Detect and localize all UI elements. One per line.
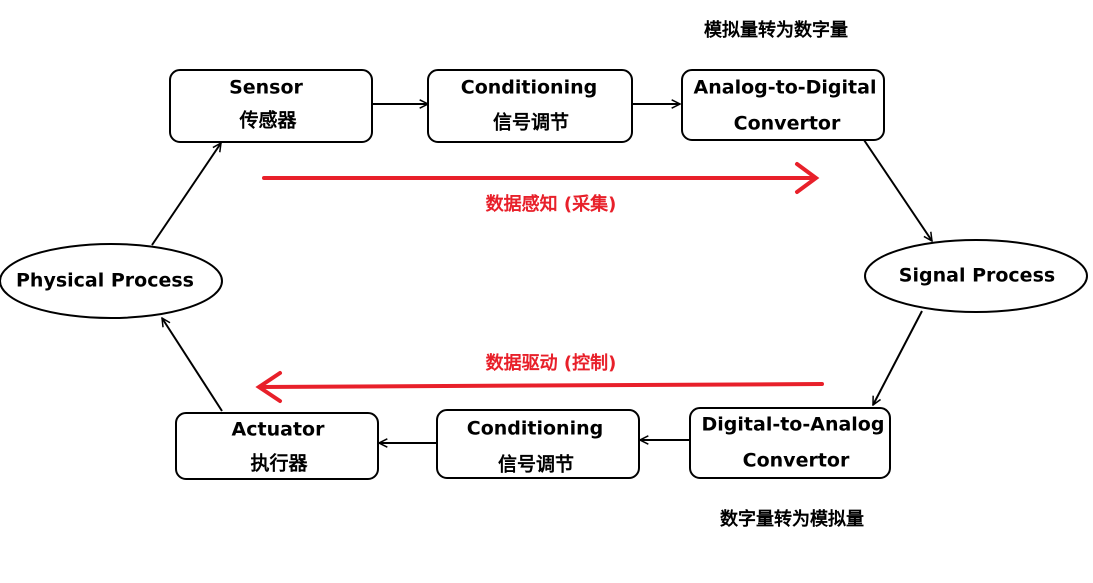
conditioning-top-label-en: Conditioning [461,77,597,99]
node-conditioning-top: Conditioning 信号调节 [427,69,633,143]
dac-note: 数字量转为模拟量 [720,508,864,530]
actuator-label-zh: 执行器 [250,452,308,475]
node-sensor: Sensor 传感器 [169,69,373,143]
driving-flow-label: 数据驱动 (控制) [486,352,617,374]
arrow-physical-to-sensor [151,143,221,246]
dac-label-line1: Digital-to-Analog [702,414,885,436]
conditioning-top-label-zh: 信号调节 [493,111,569,134]
node-signal-process: Signal Process [864,239,1088,313]
signal-process-label: Signal Process [899,265,1055,287]
conditioning-bottom-label-en: Conditioning [467,418,603,440]
adc-label-line1: Analog-to-Digital [694,77,877,99]
arrow-signal-to-dac [872,310,923,405]
connectors [151,104,932,443]
adc-label-line2: Convertor [734,113,841,135]
conditioning-bottom-label-zh: 信号调节 [498,453,574,476]
driving-flow-arrow [255,371,824,403]
physical-process-label: Physical Process [16,270,194,292]
sensor-label-en: Sensor [229,77,303,99]
arrow-actuator-to-physical [162,318,223,412]
sensor-label-zh: 传感器 [238,109,297,132]
node-physical-process: Physical Process [0,243,223,319]
sensing-flow-arrow [262,162,820,194]
arrow-adc-to-signal [863,139,932,241]
node-adc: Analog-to-Digital Convertor [681,69,885,141]
node-actuator: Actuator 执行器 [175,412,379,480]
actuator-label-en: Actuator [232,419,326,441]
node-dac: Digital-to-Analog Convertor [689,407,891,479]
node-conditioning-bottom: Conditioning 信号调节 [436,409,640,479]
sensing-flow-label: 数据感知 (采集) [486,193,617,215]
adc-note: 模拟量转为数字量 [704,19,848,41]
dac-label-line2: Convertor [743,450,850,472]
